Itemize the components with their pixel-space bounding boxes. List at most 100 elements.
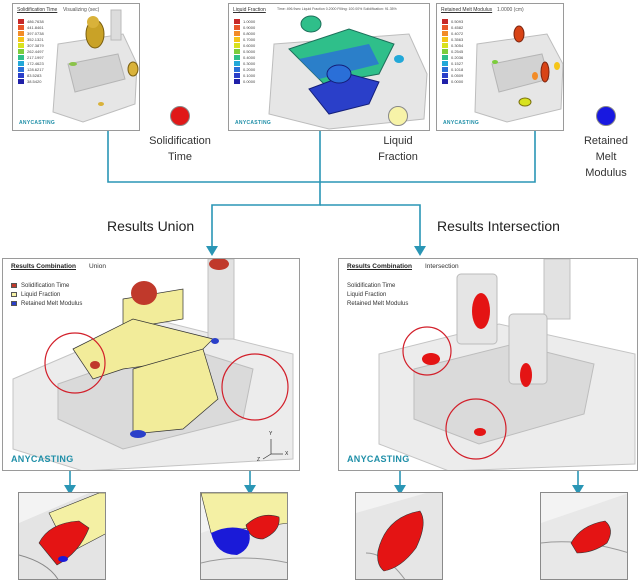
- legend-item: Retained Melt Modulus: [347, 300, 409, 307]
- panel-subtitle: Visualizing (sec): [63, 7, 100, 13]
- legend-row: 397.0738: [18, 30, 52, 36]
- legend-row: 307.3879: [18, 42, 52, 48]
- legend-row: 0.4000: [234, 54, 268, 60]
- legend-swatch: [442, 60, 448, 66]
- retained-melt-modulus-panel: Retained Melt Modulus 1.0000 (cm) 0.5093…: [436, 3, 564, 131]
- legend-row: 0.3054: [442, 42, 476, 48]
- axis-y-label: Y: [269, 431, 273, 437]
- legend-value: 0.6000: [243, 42, 256, 48]
- results-union-title: Results Union: [107, 218, 195, 234]
- legend-value: 0.1018: [451, 66, 464, 72]
- legend-value: 0.2545: [451, 48, 464, 54]
- legend-swatch: [234, 78, 240, 84]
- casting-model: [268, 15, 428, 130]
- anycasting-logo: ANYCASTING: [19, 120, 56, 126]
- legend-swatch: [234, 36, 240, 42]
- legend-swatch: [18, 36, 24, 42]
- legend-value: 1.0000: [243, 18, 256, 24]
- legend-row: 0.3563: [442, 36, 476, 42]
- legend-swatch: [18, 42, 24, 48]
- panel-subtitle: Time: 496.9sec Liquid Fraction 0.2000 Fi…: [277, 7, 397, 11]
- intersection-casting-model: [378, 259, 636, 470]
- legend-value: 486.7638: [27, 18, 44, 24]
- anycasting-logo: ANYCASTING: [235, 120, 272, 126]
- legend-value: 262.4497: [27, 48, 44, 54]
- union-inset-right: [200, 492, 288, 580]
- legend-item: Solidification Time: [11, 281, 82, 290]
- legend-row: 0.5000: [234, 48, 268, 54]
- legend-value: 0.8000: [243, 30, 256, 36]
- legend-value: 441.8461: [27, 24, 44, 30]
- combination-mode: Intersection: [425, 263, 459, 270]
- legend-row: 0.7000: [234, 36, 268, 42]
- intersection-inset-right: [540, 492, 628, 580]
- legend-swatch: [234, 18, 240, 24]
- legend-swatch: [234, 72, 240, 78]
- legend-swatch: [234, 60, 240, 66]
- legend-swatch: [234, 24, 240, 30]
- axis-x-label: X: [285, 451, 289, 457]
- legend-swatch: [442, 78, 448, 84]
- legend-value: 0.9000: [243, 24, 256, 30]
- legend-item: Liquid Fraction: [11, 290, 82, 299]
- legend-value: 217.1997: [27, 54, 44, 60]
- legend-value: 172.4623: [27, 60, 44, 66]
- legend-value: 0.3563: [451, 36, 464, 42]
- panel-title: Liquid Fraction: [233, 7, 266, 13]
- legend-swatch: [442, 36, 448, 42]
- legend-value: 307.3879: [27, 42, 44, 48]
- legend-value: 0.3054: [451, 42, 464, 48]
- legend-swatch: [18, 30, 24, 36]
- combination-mode: Union: [89, 263, 106, 270]
- legend-row: 0.1527: [442, 60, 476, 66]
- casting-model: [474, 25, 563, 123]
- legend-swatch: [234, 66, 240, 72]
- legend-row: 0.2545: [442, 48, 476, 54]
- intersection-legend: Solidification Time Liquid Fraction Reta…: [347, 281, 408, 308]
- legend-item: Retained Melt Modulus: [11, 299, 82, 308]
- legend-row: 0.8000: [234, 30, 268, 36]
- union-casting-model: [12, 259, 294, 470]
- legend-swatch: [442, 30, 448, 36]
- legend-value: 352.1321: [27, 36, 44, 42]
- legend-row: 83.5283: [18, 72, 52, 78]
- legend-row: 128.6217: [18, 66, 52, 72]
- legend-swatch: [234, 48, 240, 54]
- legend-row: 486.7638: [18, 18, 52, 24]
- results-union-panel: Results Combination Union Solidification…: [2, 258, 300, 471]
- legend-swatch: [18, 66, 24, 72]
- union-inset-left: [18, 492, 106, 580]
- anycasting-logo: ANYCASTING: [11, 454, 74, 464]
- legend-row: 0.6000: [234, 42, 268, 48]
- anycasting-logo: ANYCASTING: [443, 120, 480, 126]
- legend-value: 0.4072: [451, 30, 464, 36]
- legend-value: 0.0509: [451, 72, 464, 78]
- legend-value: 0.1527: [451, 60, 464, 66]
- casting-model: [52, 9, 139, 123]
- legend-row: 441.8461: [18, 24, 52, 30]
- legend-row: 0.1000: [234, 72, 268, 78]
- solidification-time-panel: Solidification Time Visualizing (sec) 48…: [12, 3, 140, 131]
- legend-row: 0.1018: [442, 66, 476, 72]
- legend-value: 0.4000: [243, 54, 256, 60]
- legend-row: 172.4623: [18, 60, 52, 66]
- legend-swatch: [442, 42, 448, 48]
- union-legend: Solidification Time Liquid Fraction Reta…: [11, 281, 82, 308]
- legend-row: 0.9000: [234, 24, 268, 30]
- results-intersection-title: Results Intersection: [437, 218, 560, 234]
- legend-row: 0.0000: [442, 78, 476, 84]
- legend-swatch: [18, 24, 24, 30]
- legend-row: 217.1997: [18, 54, 52, 60]
- liquid-fraction-label: Liquid Fraction: [378, 135, 418, 163]
- legend-value: 0.0000: [451, 78, 464, 84]
- legend-value: 0.7000: [243, 36, 256, 42]
- panel-title: Solidification Time: [17, 7, 58, 13]
- legend-value: 128.6217: [27, 66, 44, 72]
- legend-item: Solidification Time: [347, 282, 396, 289]
- legend-row: 0.2036: [442, 54, 476, 60]
- legend-value: 0.4582: [451, 24, 464, 30]
- legend-value: 0.5000: [243, 48, 256, 54]
- results-combination-title: Results Combination: [11, 263, 77, 270]
